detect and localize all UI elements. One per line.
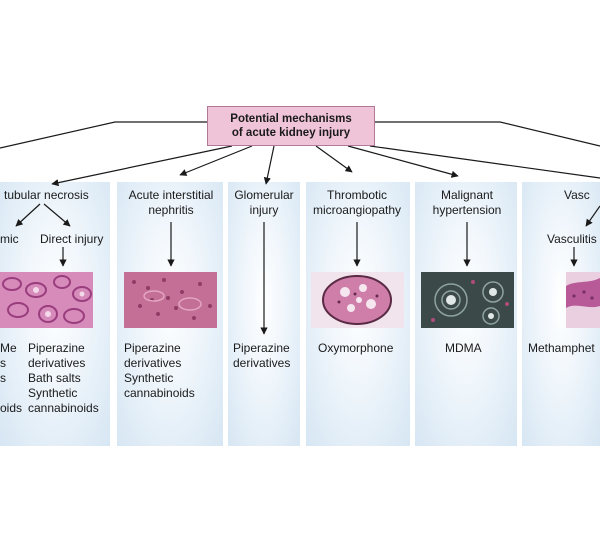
malignant-hypertension-agents: MDMA (445, 341, 482, 356)
interstitial-nephritis-agents: Piperazine derivatives Synthetic cannabi… (124, 341, 204, 401)
root-line-left (0, 121, 207, 149)
arrow-tubular-to-ischemic (15, 203, 41, 227)
arrow-to-tubular-necrosis (51, 145, 233, 187)
interstitial-nephritis-histology-image (124, 272, 217, 328)
thrombotic-microangiopathy-histology-image (311, 272, 404, 328)
agent-methamphetamine: Methamphet (528, 341, 595, 355)
arrow-vasc-to-vasculitis (585, 205, 600, 227)
arrow-to-malignant-hypertension (347, 145, 459, 178)
left-agent-5: oids (0, 401, 23, 415)
thrombotic-microangiopathy-title: Thrombotic microangiopathy (313, 188, 401, 218)
interstitial-nephritis-title: Acute interstitial nephritis (129, 188, 214, 218)
malignant-hypertension-histology-image (421, 272, 514, 328)
agent-mdma: MDMA (445, 341, 482, 355)
left-agent-3: s (0, 371, 6, 385)
title-line1: Thrombotic (326, 188, 388, 202)
title-line1: Malignant (440, 188, 494, 202)
root-title-line1: Potential mechanisms (230, 113, 352, 125)
ischemic-label: mic (0, 232, 19, 246)
tubular-necrosis-histology-image (0, 272, 93, 328)
title-line1: Acute interstitial (128, 188, 214, 202)
glomerular-injury-title: Glomerular injury (234, 188, 293, 218)
thrombotic-microangiopathy-agents: Oxymorphone (318, 341, 393, 356)
title-line1: Glomerular (234, 188, 294, 202)
title-line2: injury (249, 203, 279, 217)
arrow-tubular-to-direct-injury (43, 203, 71, 227)
agent-bath-salts: Bath salts (28, 371, 81, 385)
arrow-to-glomerular-injury (263, 145, 275, 185)
tubular-necrosis-title: tubular necrosis (4, 188, 89, 202)
arrow-to-interstitial-nephritis (179, 145, 253, 176)
agent-synthetic-cannabinoids: Synthetic cannabinoids (28, 386, 99, 415)
vasculitis-histology-image (566, 272, 600, 328)
agent-piperazine: Piperazine derivatives (233, 341, 291, 370)
vascular-injury-title: Vasc (564, 188, 590, 202)
title-line2: microangiopathy (312, 203, 402, 217)
direct-injury-label: Direct injury (40, 232, 104, 246)
left-agent-1: Me (0, 341, 17, 355)
malignant-hypertension-title: Malignant hypertension (433, 188, 502, 218)
vasculitis-agents: Methamphet (528, 341, 595, 356)
agent-piperazine: Piperazine derivatives (124, 341, 182, 370)
left-agent-4 (0, 386, 22, 401)
left-agent-2: s (0, 356, 6, 370)
arrow-to-thrombotic-microangiopathy (315, 145, 353, 173)
agent-piperazine: Piperazine derivatives (28, 341, 86, 370)
root-title-line2: of acute kidney injury (231, 127, 351, 139)
vasculitis-label: Vasculitis (547, 232, 597, 246)
root-node: Potential mechanisms of acute kidney inj… (207, 106, 375, 146)
agent-oxymorphone: Oxymorphone (318, 341, 394, 355)
arrow-to-vasculitis (369, 145, 600, 179)
tubular-necrosis-left-agents: Me s s oids (0, 341, 22, 416)
root-line-right (375, 121, 600, 147)
glomerular-injury-agents: Piperazine derivatives (233, 341, 303, 371)
tubular-necrosis-agents: Piperazine derivatives Bath salts Synthe… (28, 341, 108, 416)
title-line2: hypertension (432, 203, 502, 217)
agent-synthetic-cannabinoids: Synthetic cannabinoids (124, 371, 195, 400)
title-line2: nephritis (148, 203, 194, 217)
